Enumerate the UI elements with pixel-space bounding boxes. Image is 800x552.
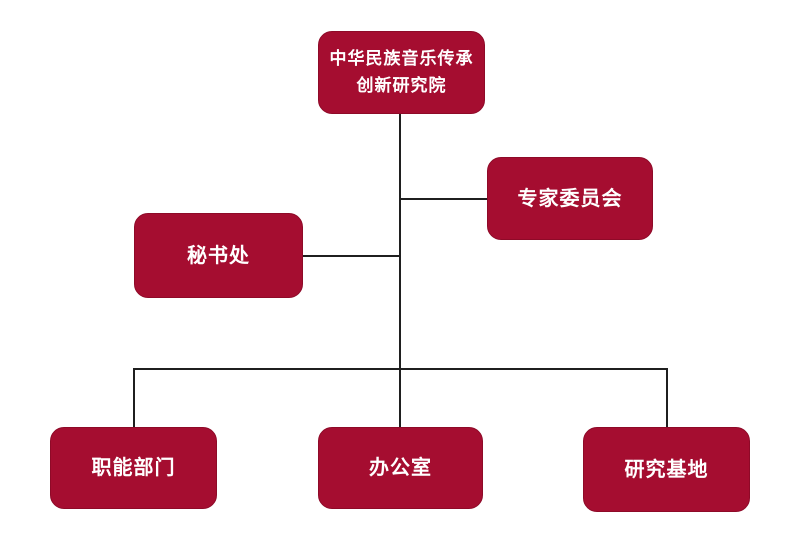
org-node-functional-departments: 职能部门	[50, 427, 217, 509]
connector-functional-vertical	[133, 368, 135, 427]
org-node-expert-committee-label: 专家委员会	[517, 187, 623, 210]
org-node-office: 办公室	[318, 427, 483, 509]
org-node-expert-committee: 专家委员会	[487, 157, 653, 240]
connector-secretariat	[303, 255, 400, 257]
org-node-root: 中华民族音乐传承 创新研究院	[318, 31, 485, 114]
org-node-functional-departments-label: 职能部门	[91, 457, 176, 479]
connector-bottom-rail	[134, 368, 668, 370]
org-node-office-label: 办公室	[369, 457, 432, 479]
connector-expert-committee	[400, 198, 487, 200]
org-node-research-base: 研究基地	[583, 427, 750, 512]
org-node-research-base-label: 研究基地	[624, 458, 709, 481]
org-node-secretariat-label: 秘书处	[187, 244, 250, 267]
org-node-root-label-line1: 中华民族音乐传承	[329, 49, 474, 69]
connector-root-vertical	[399, 114, 401, 427]
org-node-secretariat: 秘书处	[134, 213, 303, 298]
connector-research-vertical	[666, 368, 668, 427]
org-node-root-label-line2: 创新研究院	[356, 75, 447, 95]
